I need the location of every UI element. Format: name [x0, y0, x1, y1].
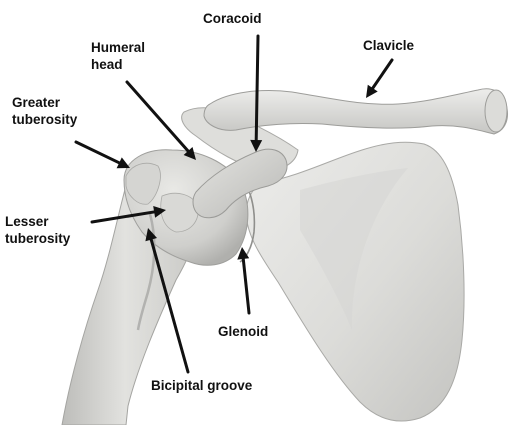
- label-bicipital-groove: Bicipital groove: [151, 377, 252, 394]
- label-humeral-head-line2: head: [91, 56, 123, 73]
- arrow-greater-tuberosity: [76, 142, 130, 168]
- label-coracoid: Coracoid: [203, 10, 262, 27]
- arrow-clavicle: [366, 60, 392, 98]
- label-lesser-tuberosity-line1: Lesser: [5, 213, 49, 230]
- clavicle-end: [485, 90, 507, 132]
- label-greater-tuberosity-line1: Greater: [12, 94, 60, 111]
- arrow-glenoid: [237, 247, 249, 313]
- label-lesser-tuberosity-line2: tuberosity: [5, 230, 70, 247]
- label-clavicle: Clavicle: [363, 37, 414, 54]
- label-greater-tuberosity-line2: tuberosity: [12, 111, 77, 128]
- label-glenoid: Glenoid: [218, 323, 268, 340]
- label-humeral-head-line1: Humeral: [91, 39, 145, 56]
- clavicle-bone: [204, 89, 508, 134]
- bones: [62, 89, 508, 425]
